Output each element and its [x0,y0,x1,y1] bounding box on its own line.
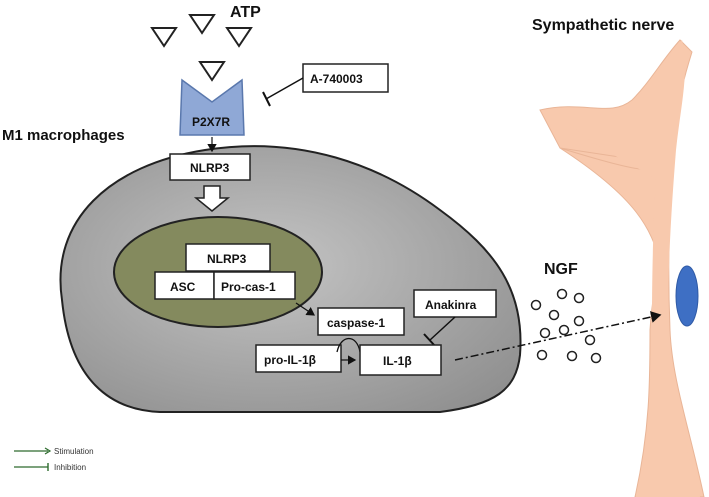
legend: Stimulation Inhibition [14,447,94,472]
asc-box [154,271,215,300]
procas-to-caspase-arrow [295,302,315,316]
a740003-inhibition-bar [262,91,271,107]
ngf-particle [584,334,596,346]
pro-il1b-box [255,344,342,373]
ngf-particle [573,315,585,327]
ngf-particle [590,352,602,364]
p2x7r-receptor [179,78,245,136]
a740003-box [302,63,389,93]
ngf-particle [548,309,560,321]
sympathetic-nerve-body [555,40,700,497]
ngf-particle [573,292,585,304]
anakinra-label: Anakinra [425,298,477,312]
pro-cas1-box [213,271,296,300]
anakinra-box [413,289,497,318]
ngf-stimulation-arrow [454,311,662,361]
caspase1-label: caspase-1 [327,316,385,330]
il1b-box [359,344,442,376]
anakinra-inhibition-bar [423,333,436,347]
ngf-particle [566,350,578,362]
ngf-particles [530,288,602,364]
atp-triangle [225,27,253,48]
legend-inhibition-label: Inhibition [54,463,86,472]
pro-cas1-label: Pro-cas-1 [221,280,276,294]
complex-nlrp3-box [185,243,271,272]
atp-molecules [150,14,253,82]
p2x7r-label: P2X7R [192,115,230,129]
pro-il1b-label: pro-IL-1β [264,353,316,367]
nerve-nucleus [675,265,699,327]
anakinra-inhibition-line [429,316,456,341]
il1b-label: IL-1β [383,354,412,368]
ngf-particle [536,349,548,361]
sympathetic-nerve-label: Sympathetic nerve [532,17,674,34]
assembly-block-arrow [193,185,231,212]
complex-nlrp3-label: NLRP3 [207,252,247,266]
atp-triangle [198,61,226,82]
ngf-particle [530,299,542,311]
atp-triangle [150,27,178,48]
conversion-curve [336,337,361,353]
atp-label: ATP [230,4,261,21]
ngf-particle [556,288,568,300]
ngf-particle [539,327,551,339]
atp-triangle [188,14,216,35]
m1-macrophages-label: M1 macrophages [2,127,125,144]
legend-stimulation-label: Stimulation [54,447,94,456]
a740003-label: A-740003 [310,72,363,86]
asc-label: ASC [170,280,196,294]
nlrp3-box [169,153,251,181]
legend-stimulation-arrowhead [44,447,52,455]
a740003-inhibition-line [265,77,304,100]
ngf-particle [558,324,570,336]
nlrp3-label: NLRP3 [190,161,230,175]
caspase1-box [317,307,405,336]
ngf-label: NGF [544,261,578,278]
